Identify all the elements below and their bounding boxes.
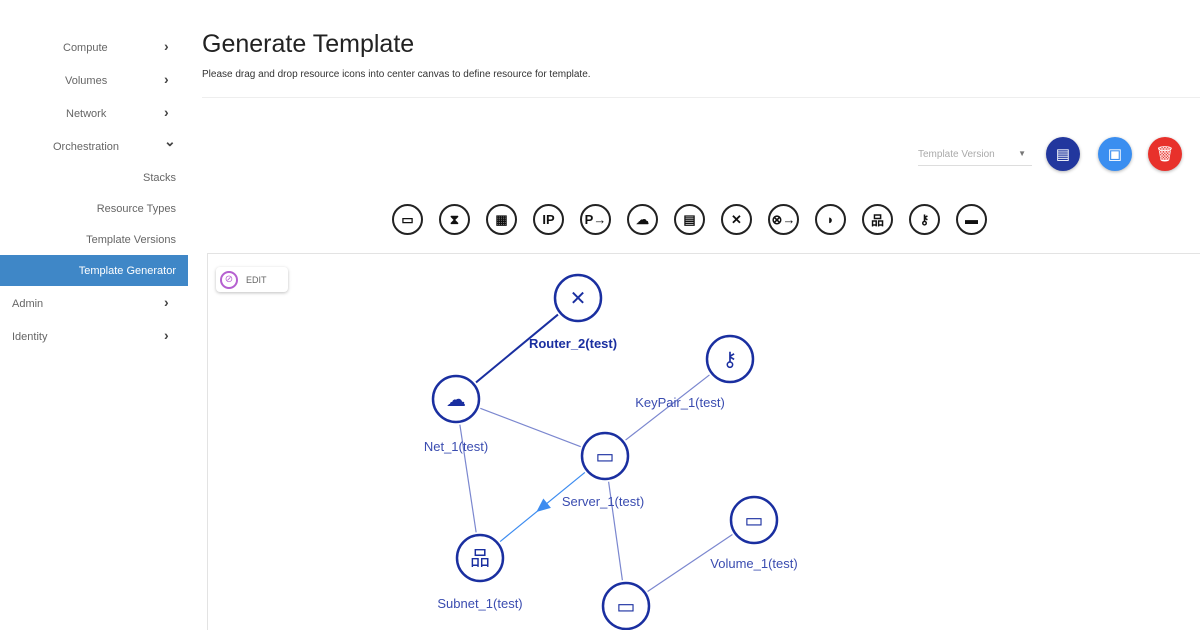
pencil-icon: ⊘: [220, 270, 238, 289]
page-title: Generate Template: [202, 30, 415, 58]
router-icon: ✕: [570, 288, 587, 310]
floppy-disk-icon: ▣: [1107, 146, 1123, 163]
router-icon[interactable]: ✕: [721, 204, 752, 235]
node-label: Net_1(test): [424, 439, 488, 454]
chevron-right-icon: ›: [164, 38, 169, 54]
volume-icon[interactable]: ▭: [392, 204, 423, 235]
chevron-right-icon: ›: [164, 71, 169, 87]
graph-node-subnet[interactable]: 品 Subnet_1(test): [437, 533, 523, 611]
subnet-node-circle: [455, 533, 505, 583]
network-icon[interactable]: ☁: [627, 204, 658, 235]
node-label: Volume_1(test): [710, 556, 797, 571]
router-gateway-icon[interactable]: ⊗→: [768, 204, 799, 235]
graph-edge: [625, 374, 710, 441]
floating-ip-icon[interactable]: IP: [533, 204, 564, 235]
chevron-right-icon: ›: [164, 294, 169, 310]
volume-node-circle: [729, 495, 779, 545]
keypair-node-circle: [705, 334, 755, 384]
sidebar-label: Identity: [12, 331, 48, 343]
sidebar-label: Volumes: [65, 75, 108, 87]
graph-node-keypair[interactable]: ⚷ KeyPair_1(test): [635, 334, 755, 410]
sidebar-item-template-generator[interactable]: Template Generator: [0, 255, 188, 286]
node-label: Router_2(test): [529, 336, 617, 351]
graph-edge: [608, 481, 623, 581]
graph-edge: [647, 534, 733, 592]
subnet-icon: 品: [470, 548, 490, 570]
chevron-down-icon: ⌄: [164, 133, 176, 149]
save-button[interactable]: ▣: [1098, 137, 1132, 171]
router-node-circle: [553, 273, 603, 323]
sidebar-label: Orchestration: [53, 141, 120, 153]
sidebar-item-compute[interactable]: Compute ›: [0, 30, 188, 63]
sidebar-item-orchestration[interactable]: Orchestration ⌄: [0, 129, 188, 162]
graph-edge: [459, 424, 477, 533]
edit-label: EDIT: [246, 274, 267, 285]
attach-node-circle: [601, 581, 651, 630]
edit-button[interactable]: ⊘ EDIT: [216, 267, 288, 292]
delete-button[interactable]: 🗑: [1148, 137, 1182, 171]
graph-node-attach[interactable]: ▭: [601, 581, 651, 630]
node-label: KeyPair_1(test): [635, 395, 725, 410]
graph-node-router[interactable]: ✕ Router_2(test): [529, 273, 617, 351]
document-icon: ▤: [1055, 146, 1071, 163]
sidebar-item-identity[interactable]: Identity ›: [0, 319, 188, 352]
attach-icon: ▭: [617, 596, 636, 618]
caret-down-icon: ▼: [1018, 149, 1026, 158]
sidebar-item-stacks[interactable]: Stacks: [142, 172, 176, 184]
graph-node-volume[interactable]: ▭ Volume_1(test): [710, 495, 798, 571]
arrow-head-icon: [536, 498, 551, 513]
floating-ip-association-icon[interactable]: P→: [580, 204, 611, 235]
graph-node-server[interactable]: ▭ Server_1(test): [562, 431, 644, 509]
view-template-button[interactable]: ▤: [1046, 137, 1080, 171]
graph-node-net[interactable]: ☁ Net_1(test): [424, 374, 488, 454]
server-icon: ▭: [596, 446, 615, 468]
template-version-placeholder: Template Version: [918, 149, 995, 160]
port-icon[interactable]: ▦: [486, 204, 517, 235]
template-canvas[interactable]: ⊘ EDIT ✕ Router_2(test) ☁ Net_1(test) ⚷ KeyPai…: [207, 253, 1200, 630]
sidebar-item-template-versions[interactable]: Template Versions: [86, 234, 176, 246]
node-label: Server_1(test): [562, 494, 644, 509]
sidebar-item-volumes[interactable]: Volumes ›: [0, 63, 188, 96]
chevron-right-icon: ›: [164, 104, 169, 120]
net-icon: ☁: [446, 389, 466, 411]
net-node-circle: [431, 374, 481, 424]
security-group-icon[interactable]: ◗: [815, 204, 846, 235]
sidebar-label: Network: [66, 108, 107, 120]
graph-edge: [475, 313, 559, 384]
server-icon[interactable]: ▬: [956, 204, 987, 235]
template-version-select[interactable]: Template Version ▼: [918, 146, 1032, 166]
volume-attachment-icon[interactable]: ⧗: [439, 204, 470, 235]
sidebar-item-resource-types[interactable]: Resource Types: [96, 203, 176, 215]
sidebar: Compute › Volumes › Network › Orchestration…: [0, 30, 188, 352]
volume-icon: ▭: [745, 510, 764, 532]
chevron-right-icon: ›: [164, 327, 169, 343]
page-subtitle: Please drag and drop resource icons into…: [202, 69, 591, 80]
trash-icon: 🗑: [1155, 146, 1175, 163]
node-label: Subnet_1(test): [437, 596, 522, 611]
sidebar-item-admin[interactable]: Admin ›: [0, 286, 188, 319]
keypair-icon[interactable]: ⚷: [909, 204, 940, 235]
resource-graph: ✕ Router_2(test) ☁ Net_1(test) ⚷ KeyPair_1(te…: [424, 273, 798, 630]
server-node-circle: [580, 431, 630, 481]
divider: [202, 97, 1200, 98]
sidebar-label: Compute: [63, 42, 108, 54]
sidebar-label: Admin: [12, 298, 44, 310]
subnet-icon[interactable]: 品: [862, 204, 893, 235]
router-interface-icon[interactable]: ▤: [674, 204, 705, 235]
graph-edge: [480, 407, 581, 448]
sidebar-item-network[interactable]: Network ›: [0, 96, 188, 129]
resource-toolbar: ▭ ⧗ ▦ IP P→ ☁ ▤ ✕ ⊗→ ◗ 品 ⚷ ▬: [392, 204, 987, 235]
keypair-icon: ⚷: [723, 349, 738, 371]
